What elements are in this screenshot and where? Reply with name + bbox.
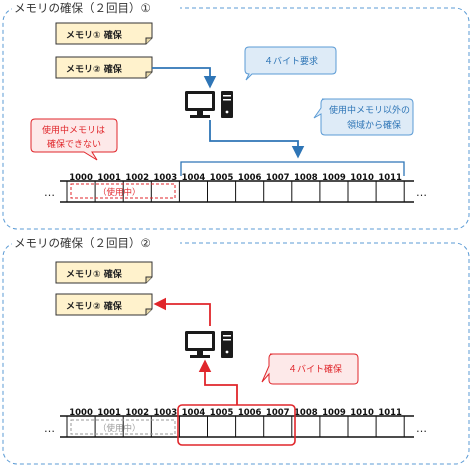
address-label: 1010: [350, 173, 374, 183]
panel-1-frame: [2, 7, 470, 230]
svg-text:４バイト確保: ４バイト確保: [288, 363, 342, 375]
address-label: 1002: [125, 173, 149, 183]
address-label: 1006: [238, 173, 262, 183]
memory-strip-1: [60, 180, 414, 203]
address-label: 1001: [97, 408, 121, 418]
address-label: 1008: [294, 408, 318, 418]
address-label: 1000: [69, 408, 93, 418]
free-region-bracket: [180, 161, 405, 176]
address-label: 1011: [378, 173, 402, 183]
note-memory2-2: メモリ② 確保: [55, 293, 153, 316]
address-label: 1004: [182, 408, 206, 418]
free-region-callout: 使用中メモリ以外の 領域から確保: [313, 98, 414, 136]
computer-icon: [185, 91, 233, 118]
svg-text:（使用中）: （使用中）: [98, 423, 141, 434]
address-labels-1: 1000 1001 1002 1003 1004 1005 1006 1007 1008 1009…: [69, 173, 402, 183]
svg-text:確保できない: 確保できない: [47, 138, 101, 150]
panel-1-title: メモリの確保（２回目）①: [14, 1, 151, 15]
allocated-callout: ４バイト確保: [261, 353, 359, 385]
address-label: 1008: [294, 173, 318, 183]
svg-text:メモリ② 確保: メモリ② 確保: [66, 63, 123, 75]
address-label: 1009: [322, 408, 346, 418]
panel-2: メモリの確保（２回目）② メモリ① 確保 メモリ② 確保: [2, 235, 470, 465]
svg-text:メモリ② 確保: メモリ② 確保: [66, 300, 123, 312]
address-label: 1007: [266, 173, 290, 183]
memory-strip-2: [60, 415, 414, 438]
request-arrow: [152, 67, 217, 89]
address-label: 1000: [69, 173, 93, 183]
address-label: 1001: [97, 173, 121, 183]
address-label: 1003: [154, 408, 178, 418]
svg-text:メモリ① 確保: メモリ① 確保: [66, 29, 123, 41]
allocate-arrow: [209, 120, 305, 159]
address-label: 1005: [210, 173, 234, 183]
address-label: 1007: [266, 408, 290, 418]
note-memory1: メモリ① 確保: [55, 22, 153, 45]
address-label: 1002: [125, 408, 149, 418]
note-memory1-2: メモリ① 確保: [55, 261, 153, 284]
svg-text:メモリ① 確保: メモリ① 確保: [66, 268, 123, 280]
request-callout: ４バイト要求: [244, 46, 337, 81]
ellipsis-right-2: …: [416, 422, 427, 435]
panel-2-frame: [2, 242, 470, 465]
address-label: 1006: [238, 408, 262, 418]
address-label: 1004: [182, 173, 206, 183]
ellipsis-left-2: …: [44, 422, 55, 435]
computer-icon-2: [185, 331, 233, 358]
address-label: 1003: [154, 173, 178, 183]
ellipsis-right-1: …: [416, 186, 427, 199]
panel-1: メモリの確保（２回目）① メモリ① 確保 メモリ② 確保 ４バイト要求: [2, 0, 470, 230]
address-label: 1010: [350, 408, 374, 418]
return-arrow: [153, 297, 211, 326]
svg-text:使用中メモリ以外の: 使用中メモリ以外の: [329, 104, 410, 116]
ellipsis-left-1: …: [44, 186, 55, 199]
address-label: 1005: [210, 408, 234, 418]
panel-2-title: メモリの確保（２回目）②: [14, 236, 151, 250]
address-label: 1011: [378, 408, 402, 418]
in-use-callout: 使用中メモリは 確保できない: [30, 118, 118, 161]
svg-text:４バイト要求: ４バイト要求: [264, 55, 318, 67]
in-use-region-2: [70, 419, 176, 435]
address-labels-2: 1000 1001 1002 1003 1004 1005 1006 1007 1008 1009…: [69, 408, 402, 418]
svg-text:領域から確保: 領域から確保: [347, 119, 401, 131]
allocated-region: [177, 404, 296, 446]
in-use-region-1: [70, 183, 176, 199]
address-label: 1009: [322, 173, 346, 183]
svg-text:使用中メモリは: 使用中メモリは: [42, 124, 105, 136]
note-memory2: メモリ② 確保: [55, 56, 153, 79]
svg-text:（使用中）: （使用中）: [98, 187, 141, 198]
allocated-arrow: [198, 359, 238, 405]
